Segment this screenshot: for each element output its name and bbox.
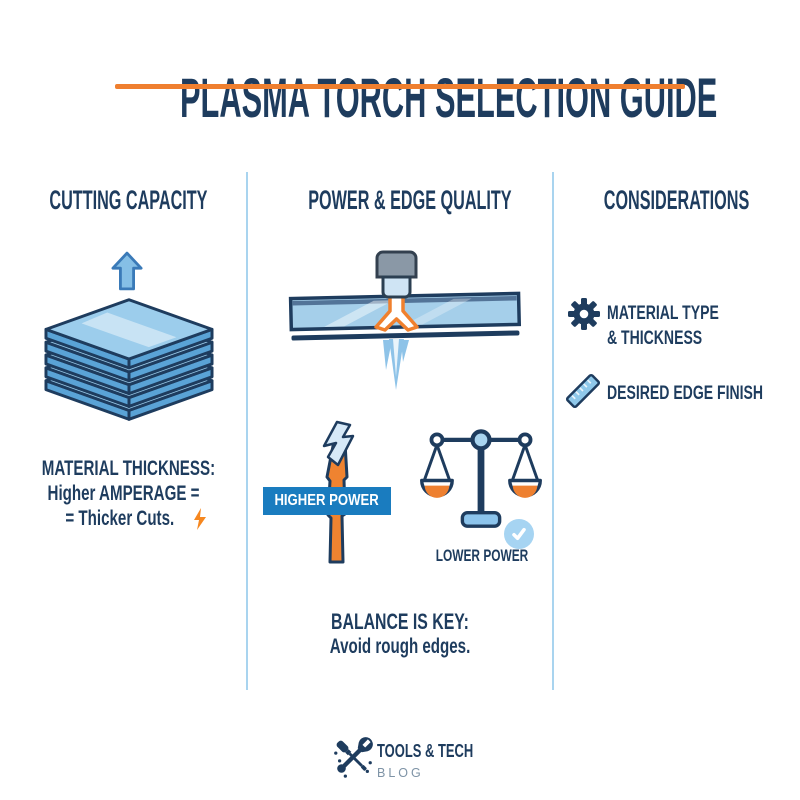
balance-caption: BALANCE IS KEY: Avoid rough edges. bbox=[247, 609, 553, 659]
header-considerations: CONSIDERATIONS bbox=[603, 185, 750, 215]
column-divider-left bbox=[246, 172, 248, 690]
consideration-material-type: MATERIAL TYPE bbox=[607, 302, 719, 324]
brand-name: TOOLS & TECH bbox=[377, 741, 474, 761]
caption-thicker-cuts-row: = Thicker Cuts. bbox=[10, 506, 237, 531]
consideration-item-material: MATERIAL TYPE & THICKNESS bbox=[607, 301, 762, 351]
page-title: PLASMA TORCH SELECTION GUIDE bbox=[180, 65, 718, 129]
crossed-tools-icon bbox=[334, 737, 373, 778]
higher-power-label: HIGHER POWER bbox=[274, 492, 380, 509]
metal-plate-stack-icon bbox=[44, 298, 214, 421]
brand-sub: BLOG bbox=[377, 766, 424, 780]
cutting-capacity-caption: MATERIAL THICKNESS: Higher AMPERAGE = = … bbox=[10, 456, 237, 531]
higher-power-badge: HIGHER POWER bbox=[263, 487, 391, 515]
consideration-desired-edge-finish: DESIRED EDGE FINISH bbox=[607, 382, 764, 404]
check-badge bbox=[504, 519, 534, 549]
wrench-icon bbox=[337, 737, 373, 773]
caption-avoid-rough-edges: Avoid rough edges. bbox=[329, 635, 471, 658]
column-divider-right bbox=[552, 172, 554, 690]
header-power-edge-quality: POWER & EDGE QUALITY bbox=[308, 185, 512, 215]
consideration-thickness: & THICKNESS bbox=[607, 327, 703, 349]
check-icon bbox=[512, 527, 526, 541]
caption-balance-is-key: BALANCE IS KEY: bbox=[331, 609, 469, 634]
lower-power-label: LOWER POWER bbox=[435, 546, 529, 565]
balance-scale-icon bbox=[420, 429, 542, 528]
gear-icon bbox=[568, 298, 600, 330]
caption-material-thickness: MATERIAL THICKNESS: bbox=[41, 457, 216, 480]
plasma-torch-cutting-icon bbox=[288, 250, 522, 390]
footer-brand: TOOLS & TECH BLOG bbox=[377, 741, 511, 780]
lightning-bolt-icon bbox=[194, 507, 207, 530]
consideration-item-edge-finish: DESIRED EDGE FINISH bbox=[607, 381, 800, 406]
up-arrow-icon bbox=[111, 251, 143, 291]
header-cutting-capacity: CUTTING CAPACITY bbox=[49, 185, 208, 215]
title-underline bbox=[115, 84, 685, 89]
caption-higher-amperage: Higher AMPERAGE = bbox=[47, 482, 200, 505]
ruler-icon bbox=[565, 373, 601, 409]
caption-thicker-cuts: = Thicker Cuts. bbox=[65, 507, 175, 530]
